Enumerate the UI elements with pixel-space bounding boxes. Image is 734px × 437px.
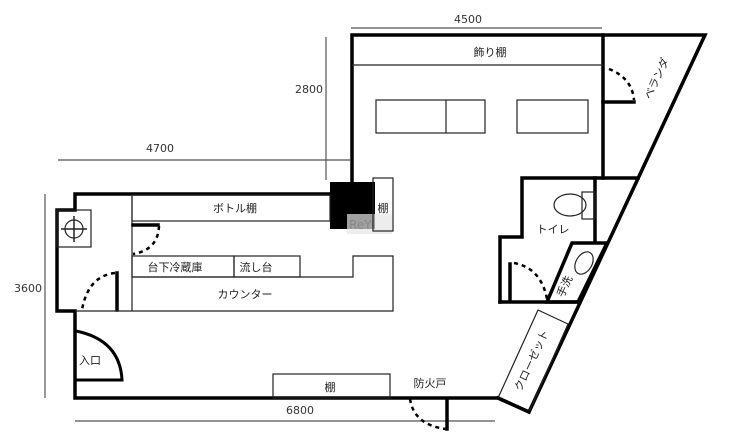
shelf-upper	[372, 177, 394, 232]
shelf-lower-label: 棚	[325, 380, 336, 394]
stove	[56, 209, 92, 248]
fire-door-label: 防火戸	[414, 376, 447, 390]
table	[375, 99, 486, 134]
shelf-lower	[272, 373, 391, 399]
display-shelf-label: 飾り棚	[474, 45, 507, 59]
dim-label-3600: 3600	[14, 282, 42, 295]
bottle-shelf-label: ボトル棚	[213, 201, 257, 215]
burner-icon	[61, 216, 87, 242]
outer-wall	[55, 33, 708, 415]
toilet-door-swing	[513, 261, 549, 300]
toilet-tank	[581, 191, 596, 220]
bottle-shelf	[131, 194, 331, 222]
entrance-label: 入口	[79, 354, 101, 367]
toilet-icon	[553, 193, 587, 217]
entrance-door	[75, 329, 124, 382]
fire-door-swing	[408, 398, 447, 431]
counter-label: カウンター	[218, 288, 273, 301]
shelf-upper-label: 棚	[378, 201, 389, 215]
kitchen-door-swing	[132, 225, 161, 256]
handwash	[544, 241, 610, 304]
dimension-lines	[44, 27, 602, 422]
under-fridge-label: 台下冷蔵庫	[148, 260, 203, 274]
veranda-label: ベランダ	[641, 55, 672, 101]
veranda-door-swing	[608, 67, 636, 101]
sink-label: 流し台	[240, 260, 273, 274]
dim-label-6800: 6800	[286, 404, 314, 417]
dim-label-2800: 2800	[295, 83, 323, 96]
closet-label: クローゼット	[512, 328, 552, 393]
toilet-wall	[498, 176, 640, 304]
back-door-swing	[80, 271, 116, 311]
handwash-basin-icon	[574, 251, 594, 275]
closet-wall	[495, 395, 532, 415]
dim-label-4700: 4700	[146, 142, 174, 155]
counter	[132, 255, 394, 312]
toilet-label: トイレ	[537, 223, 570, 236]
watermark: ReY	[349, 218, 372, 232]
watermark-box	[347, 214, 392, 234]
dim-label-4500: 4500	[454, 13, 482, 26]
table	[516, 99, 589, 134]
